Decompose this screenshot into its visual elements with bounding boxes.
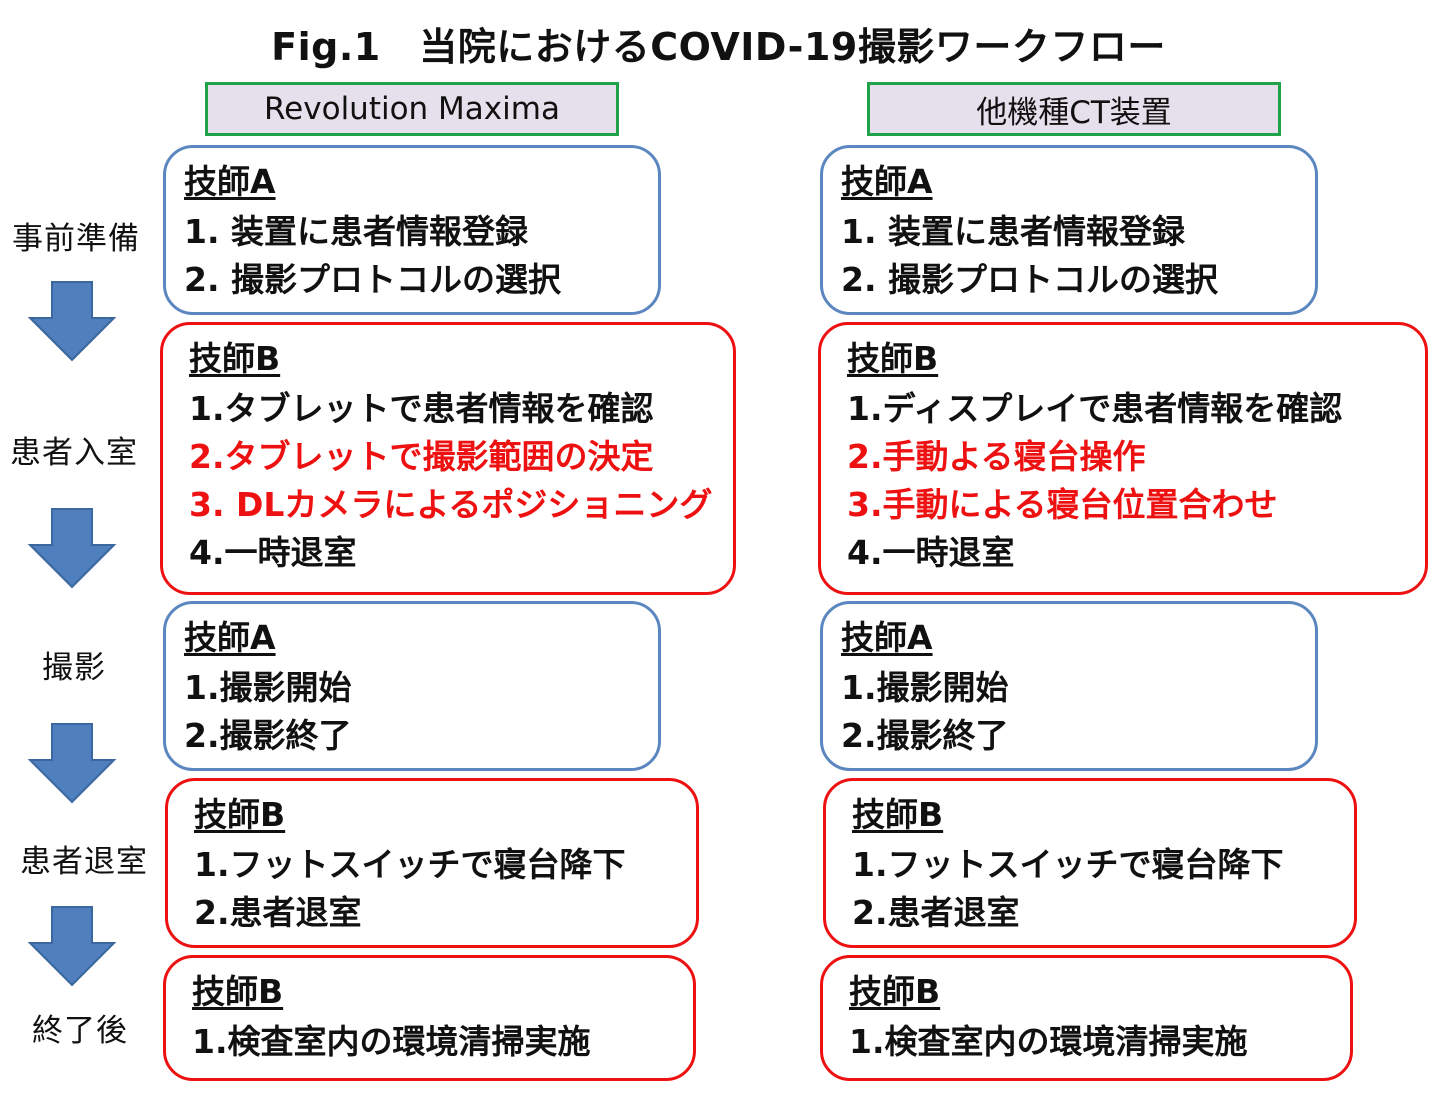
- stage-label-after: 終了後: [32, 1013, 128, 1049]
- stage-label-patient-entry: 患者入室: [10, 435, 138, 471]
- workflow-step: 2.患者退室: [194, 893, 362, 932]
- stage-label-preparation: 事前準備: [12, 221, 140, 257]
- column-header-revolution-maxima: Revolution Maxima: [205, 82, 619, 136]
- down-arrow-icon: [28, 281, 117, 362]
- down-arrow-icon: [28, 906, 117, 987]
- workflow-step: 2.撮影終了: [841, 716, 1009, 755]
- left-scan-box: 技師A 1.撮影開始 2.撮影終了: [163, 601, 661, 771]
- left-after-box: 技師B 1.検査室内の環境清掃実施: [163, 955, 696, 1081]
- stage-label-patient-exit: 患者退室: [20, 844, 148, 880]
- stage-label-scan: 撮影: [42, 650, 106, 686]
- right-patient-exit-box: 技師B 1.フットスイッチで寝台降下 2.患者退室: [823, 778, 1357, 948]
- workflow-step: 1.撮影開始: [841, 668, 1009, 707]
- workflow-step-highlight: 2.タブレットで撮影範囲の決定: [189, 437, 654, 476]
- right-after-box: 技師B 1.検査室内の環境清掃実施: [820, 955, 1353, 1081]
- right-patient-entry-box: 技師B 1.ディスプレイで患者情報を確認 2.手動よる寝台操作 3.手動による寝…: [818, 322, 1428, 595]
- workflow-step-highlight: 2.手動よる寝台操作: [847, 437, 1146, 476]
- left-preparation-box: 技師A 1. 装置に患者情報登録 2. 撮影プロトコルの選択: [163, 145, 661, 315]
- workflow-step: 1.フットスイッチで寝台降下: [194, 845, 626, 884]
- down-arrow-icon: [28, 508, 117, 589]
- workflow-step: 4.一時退室: [189, 533, 357, 572]
- right-scan-box: 技師A 1.撮影開始 2.撮影終了: [820, 601, 1318, 771]
- technician-role: 技師A: [184, 618, 276, 657]
- technician-role: 技師B: [189, 339, 281, 378]
- technician-role: 技師B: [852, 795, 944, 834]
- left-patient-exit-box: 技師B 1.フットスイッチで寝台降下 2.患者退室: [165, 778, 699, 948]
- workflow-step: 4.一時退室: [847, 533, 1015, 572]
- technician-role: 技師B: [849, 972, 941, 1011]
- down-arrow-icon: [28, 723, 117, 804]
- workflow-step: 1. 装置に患者情報登録: [841, 212, 1185, 251]
- workflow-step: 1. 装置に患者情報登録: [184, 212, 528, 251]
- workflow-step: 1.撮影開始: [184, 668, 352, 707]
- workflow-step: 2.患者退室: [852, 893, 1020, 932]
- workflow-step: 1.タブレットで患者情報を確認: [189, 389, 654, 428]
- technician-role: 技師A: [841, 618, 933, 657]
- technician-role: 技師B: [847, 339, 939, 378]
- workflow-step: 2. 撮影プロトコルの選択: [841, 260, 1218, 299]
- right-preparation-box: 技師A 1. 装置に患者情報登録 2. 撮影プロトコルの選択: [820, 145, 1318, 315]
- workflow-step: 2. 撮影プロトコルの選択: [184, 260, 561, 299]
- workflow-step-highlight: 3.手動による寝台位置合わせ: [847, 485, 1278, 524]
- technician-role: 技師B: [194, 795, 286, 834]
- column-header-other-ct: 他機種CT装置: [867, 82, 1281, 136]
- technician-role: 技師A: [841, 162, 933, 201]
- workflow-step: 2.撮影終了: [184, 716, 352, 755]
- technician-role: 技師B: [192, 972, 284, 1011]
- workflow-step: 1.フットスイッチで寝台降下: [852, 845, 1284, 884]
- technician-role: 技師A: [184, 162, 276, 201]
- workflow-step: 1.ディスプレイで患者情報を確認: [847, 389, 1343, 428]
- workflow-step-highlight: 3. DLカメラによるポジショニング: [189, 485, 713, 524]
- workflow-step: 1.検査室内の環境清掃実施: [192, 1022, 591, 1061]
- workflow-step: 1.検査室内の環境清掃実施: [849, 1022, 1248, 1061]
- figure-title: Fig.1 当院におけるCOVID-19撮影ワークフロー: [271, 25, 1166, 69]
- left-patient-entry-box: 技師B 1.タブレットで患者情報を確認 2.タブレットで撮影範囲の決定 3. D…: [160, 322, 736, 595]
